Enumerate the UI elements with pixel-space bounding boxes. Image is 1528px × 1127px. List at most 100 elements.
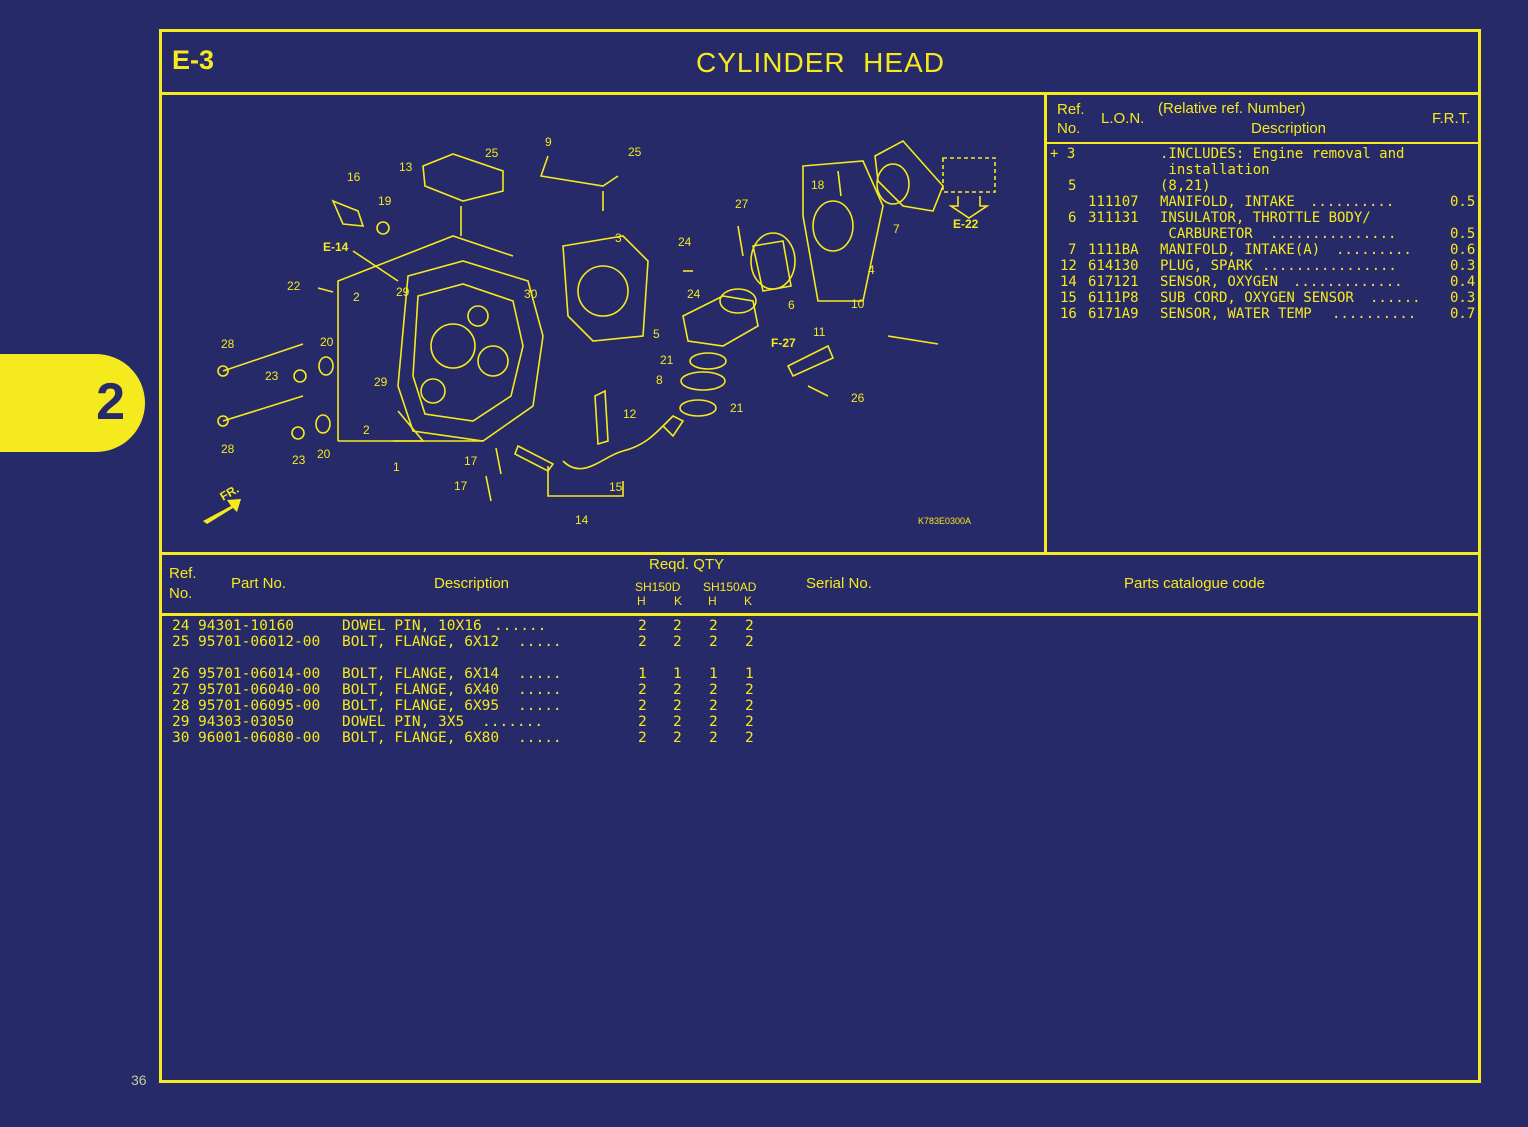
- callout: 28: [221, 442, 235, 456]
- callout: 14: [575, 513, 589, 527]
- table-row-spacer: [172, 650, 772, 666]
- callout: 24: [687, 287, 701, 301]
- callout: 20: [320, 335, 334, 349]
- table-row: 5 (8,21): [1048, 178, 1478, 194]
- desc-cell: (8,21): [1160, 178, 1211, 194]
- callout: 17: [464, 454, 478, 468]
- lower-header-ref-no: Ref. No.: [169, 565, 197, 602]
- lon-cell: 111107: [1088, 194, 1139, 210]
- lon-cell: 617121: [1088, 274, 1139, 290]
- section-code: E-3: [172, 45, 215, 75]
- upper-header-relative: (Relative ref. Number): [1158, 100, 1306, 117]
- table-row: 12 614130 PLUG, SPARK ................ 0…: [1060, 258, 1476, 274]
- desc-cell: DOWEL PIN, 10X16: [342, 618, 482, 634]
- lower-header-model-2: SH150AD: [703, 580, 757, 594]
- qty-cell: 2: [638, 682, 647, 698]
- diagram-code: K783E0300A: [918, 516, 971, 526]
- qty-cell: 2: [709, 634, 718, 650]
- lower-header-serial-no: Serial No.: [806, 575, 872, 592]
- lower-table-header-divider: [159, 613, 1481, 616]
- callout: 21: [730, 401, 744, 415]
- callout: 9: [545, 135, 552, 149]
- table-row: 24 94301-10160 DOWEL PIN, 10X16 ...... 2…: [172, 618, 754, 634]
- ref-cell: 12: [1060, 258, 1077, 274]
- table-row: 14 617121 SENSOR, OXYGEN ............. 0…: [1060, 274, 1476, 290]
- ref-cell: 24: [172, 618, 190, 634]
- ref-cell: 15: [1060, 290, 1077, 306]
- qty-cell: 2: [709, 730, 718, 746]
- reference-e22: E-22: [953, 217, 979, 231]
- lower-header-model-1: SH150D: [635, 580, 681, 594]
- table-row: 16 6171A9 SENSOR, WATER TEMP .......... …: [1060, 306, 1476, 322]
- exploded-diagram: FR. 1 2 2 3 4 5 6 7 8 9 10 11 12 13 14 1…: [203, 135, 996, 527]
- diagram-divider: [1044, 92, 1047, 554]
- qty-cell: 1: [673, 666, 682, 682]
- part-cell: 94301-10160: [198, 618, 295, 634]
- callout: 21: [660, 353, 674, 367]
- callout: 23: [292, 453, 306, 467]
- page-title: CYLINDER HEAD: [696, 47, 945, 78]
- lower-header-h-1: H: [637, 594, 646, 608]
- qty-cell: 2: [745, 698, 754, 714]
- reference-f27: F-27: [771, 336, 796, 350]
- page-number: 36: [131, 1072, 147, 1088]
- upper-header-frt: F.R.T.: [1432, 110, 1471, 127]
- lon-cell: 6171A9: [1088, 306, 1139, 322]
- desc-cell: DOWEL PIN, 3X5: [342, 714, 465, 730]
- lower-header-catalogue-code: Parts catalogue code: [1124, 575, 1265, 592]
- table-row: 27 95701-06040-00 BOLT, FLANGE, 6X40 ...…: [172, 682, 754, 698]
- section-tab[interactable]: 2: [0, 354, 145, 452]
- desc-cell: BOLT, FLANGE, 6X80: [342, 730, 500, 746]
- frt-cell: 0.4: [1450, 274, 1476, 290]
- callout: 25: [485, 146, 499, 160]
- lower-header-k-2: K: [744, 594, 753, 608]
- ref-cell: 5: [1068, 178, 1077, 194]
- qty-cell: 1: [638, 666, 647, 682]
- table-row: 28 95701-06095-00 BOLT, FLANGE, 6X95 ...…: [172, 698, 754, 714]
- upper-header-description: Description: [1251, 120, 1327, 137]
- frt-cell: 0.5: [1450, 226, 1476, 242]
- table-row: installation: [1048, 162, 1478, 178]
- callout: 17: [454, 479, 468, 493]
- qty-cell: 2: [638, 634, 647, 650]
- frt-cell: 0.3: [1450, 290, 1476, 306]
- part-cell: 95701-06040-00: [198, 682, 321, 698]
- callout: 29: [396, 285, 410, 299]
- part-cell: 96001-06080-00: [198, 730, 321, 746]
- callout: 6: [788, 298, 795, 312]
- part-cell: 95701-06095-00: [198, 698, 321, 714]
- lower-header-h-2: H: [708, 594, 717, 608]
- qty-cell: 2: [745, 618, 754, 634]
- qty-cell: 2: [745, 682, 754, 698]
- qty-cell: 2: [709, 698, 718, 714]
- table-row: 30 96001-06080-00 BOLT, FLANGE, 6X80 ...…: [172, 730, 754, 746]
- callout: 3: [615, 231, 622, 245]
- frt-cell: 0.6: [1450, 242, 1476, 258]
- qty-cell: 1: [709, 666, 718, 682]
- table-row: 26 95701-06014-00 BOLT, FLANGE, 6X14 ...…: [172, 666, 754, 682]
- section-tab-label: 2: [96, 373, 125, 431]
- upper-table-header-divider: [1047, 142, 1481, 144]
- ref-cell: 14: [1060, 274, 1077, 290]
- upper-header-lon: L.O.N.: [1101, 110, 1145, 127]
- frt-cell: 0.7: [1450, 306, 1476, 322]
- callout: 22: [287, 279, 301, 293]
- lon-cell: 1111BA: [1088, 242, 1139, 258]
- lower-table-top-divider: [159, 552, 1481, 555]
- callout: 7: [893, 222, 900, 236]
- ref-cell: 16: [1060, 306, 1077, 322]
- ref-cell: 26: [172, 666, 190, 682]
- lower-header-part-no: Part No.: [231, 575, 287, 592]
- desc-cell: BOLT, FLANGE, 6X12: [342, 634, 500, 650]
- table-row: 7 1111BA MANIFOLD, INTAKE(A) ......... 0…: [1068, 242, 1476, 258]
- callout: 26: [851, 391, 865, 405]
- callout: 19: [378, 194, 392, 208]
- qty-cell: 2: [709, 714, 718, 730]
- upper-header-ref-no: Ref. No.: [1057, 101, 1085, 137]
- callout: 4: [868, 263, 875, 277]
- desc-cell: PLUG, SPARK: [1160, 258, 1253, 274]
- frt-cell: 0.5: [1450, 194, 1476, 210]
- ref-cell: 25: [172, 634, 190, 650]
- ref-cell: 29: [172, 714, 190, 730]
- desc-cell: SENSOR, WATER TEMP: [1160, 306, 1312, 322]
